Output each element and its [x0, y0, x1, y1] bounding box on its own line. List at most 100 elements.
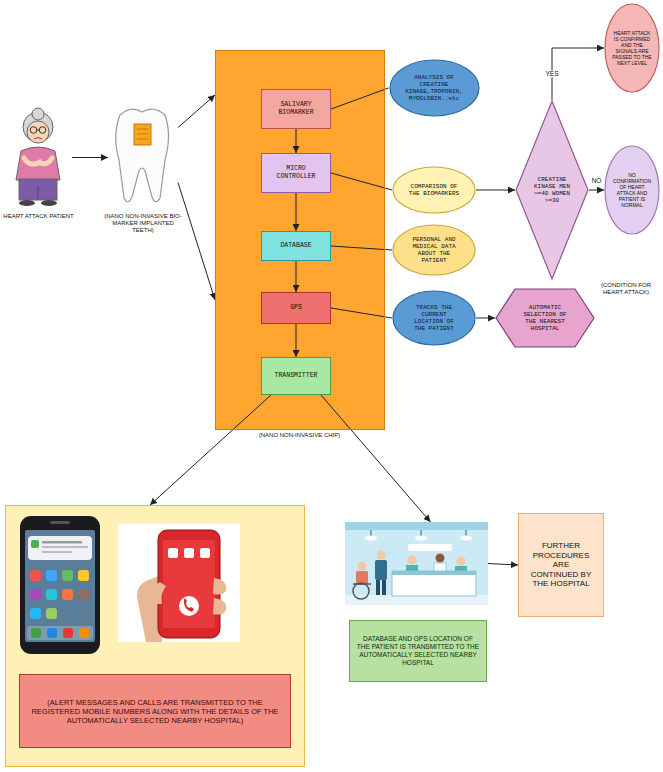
smartphone-illustration — [42, 546, 88, 548]
node-label: NO CONFIRMATION OF HEART ATTACK AND PATI… — [612, 172, 652, 208]
hospital-illustration — [375, 560, 387, 580]
result-circle-shape — [605, 4, 659, 92]
smartphone-illustration — [30, 608, 41, 619]
connector — [296, 261, 297, 292]
node-label: COMPARISON OF THE BIOMARKERS — [408, 183, 460, 197]
info-ellipse-shape — [393, 291, 475, 345]
tooth-illustration — [116, 109, 169, 202]
connector — [150, 395, 271, 505]
patient-illustration — [32, 108, 44, 120]
node-label: CREATINE KINASE MEN >=40 WOMEN >=30 — [533, 176, 571, 205]
hospital-illustration — [370, 530, 372, 536]
connector — [72, 157, 108, 158]
node-caption: (ALERT MESSAGES AND CALLS ARE TRANSMITTE… — [19, 674, 291, 748]
process-box: DATABASE — [261, 231, 331, 261]
hospital-illustration — [392, 571, 476, 575]
node-label: TRACKS THE CURRENT LOCATION OF THE PATIE… — [408, 304, 460, 333]
info-ellipse: ANALYSIS OF CREATINE KINASE,TROPONIN, MY… — [389, 59, 480, 117]
node-label: HEART ATTACK IS CONFIRMED AND THE SIGNAL… — [612, 30, 652, 66]
connector — [331, 246, 392, 250]
alert-panel: (ALERT MESSAGES AND CALLS ARE TRANSMITTE… — [5, 505, 305, 767]
node-caption: DATABASE AND GPS LOCATION OF THE PATIENT… — [349, 620, 487, 682]
node-caption: (NANO NON-INVASIVE BIO-MARKER IMPLANTED … — [102, 213, 184, 235]
hospital-illustration — [465, 530, 467, 536]
edge-label: NO — [591, 177, 603, 184]
connector — [476, 190, 515, 191]
decision-diamond-shape — [516, 101, 588, 279]
smartphone-illustration — [31, 628, 41, 638]
hospital-illustration — [365, 536, 377, 541]
node-label: ANALYSIS OF CREATINE KINASE,TROPONIN, MY… — [404, 74, 464, 103]
result-circle: NO CONFIRMATION OF HEART ATTACK AND PATI… — [604, 145, 660, 235]
hospital-illustration — [420, 530, 422, 536]
decision-diamond: CREATINE KINASE MEN >=40 WOMEN >=30(COND… — [515, 100, 589, 280]
hospital-illustration — [377, 551, 386, 560]
tooth-illustration — [137, 139, 148, 140]
process-box: TRANSMITTER — [261, 357, 331, 395]
node-label: AUTOMATIC SELECTION OF THE NEAREST HOSPI… — [517, 304, 573, 333]
node-label: SALIVARY BIOMARKER — [268, 101, 324, 117]
smartphone-illustration — [30, 589, 41, 600]
hospital-illustration — [382, 580, 386, 595]
connector — [296, 193, 297, 231]
node-label: DATABASE — [268, 242, 324, 250]
connector — [589, 190, 604, 191]
smartphone-illustration — [30, 570, 41, 581]
node-label: GPS — [268, 304, 324, 312]
patient-figure: HEART ATTACK PATIENT — [5, 105, 72, 210]
info-ellipse-shape — [393, 225, 475, 275]
hospital-illustration — [408, 556, 417, 565]
patient-illustration — [19, 179, 57, 200]
smartphone-illustration — [42, 551, 72, 553]
patient-illustration — [19, 200, 35, 206]
emergency-call-illustration — [118, 524, 240, 642]
hospital-illustration — [353, 583, 371, 585]
hospital-illustration — [345, 522, 488, 605]
patient-illustration — [27, 121, 49, 143]
connector — [296, 324, 297, 357]
info-ellipse-shape — [390, 60, 479, 116]
hospital-hexagon: AUTOMATIC SELECTION OF THE NEAREST HOSPI… — [495, 288, 595, 348]
connector — [488, 564, 518, 566]
smartphone-illustration — [27, 626, 93, 640]
smartphone-illustration — [62, 589, 73, 600]
node-label: PERSONAL AND MEDICAL DATA ABOUT THE PATI… — [408, 236, 460, 265]
smartphone-illustration — [50, 521, 70, 524]
info-ellipse-shape — [393, 167, 475, 213]
process-box: FURTHER PROCEDURES ARE CONTINUED BY THE … — [518, 513, 604, 617]
connector — [331, 308, 392, 318]
hospital-illustration — [415, 536, 427, 541]
tooth-illustration — [137, 129, 148, 130]
hospital-illustration — [460, 536, 472, 541]
emergency-call-illustration — [179, 596, 199, 616]
emergency-call-illustration — [200, 548, 210, 558]
smartphone-illustration — [46, 570, 57, 581]
hospital-illustration — [408, 544, 452, 551]
smartphone-illustration — [78, 589, 89, 600]
smartphone-illustration — [79, 628, 89, 638]
smartphone-illustration — [63, 628, 73, 638]
node-caption: HEART ATTACK PATIENT — [2, 213, 75, 220]
info-ellipse: TRACKS THE CURRENT LOCATION OF THE PATIE… — [392, 290, 476, 346]
smartphone-illustration — [62, 570, 73, 581]
connector — [476, 318, 495, 319]
smartphone-illustration — [78, 570, 89, 581]
emergency-call-illustration — [184, 598, 194, 612]
smartphone-illustration — [20, 516, 100, 654]
info-ellipse: COMPARISON OF THE BIOMARKERS — [392, 166, 476, 214]
smartphone-illustration — [28, 536, 92, 560]
hospital-illustration — [392, 571, 476, 596]
process-box: MICRO CONTROLLER — [261, 153, 331, 193]
smartphone-illustration — [46, 608, 57, 619]
patient-illustration — [16, 147, 60, 180]
hospital-illustration — [345, 522, 488, 605]
emergency-call-illustration — [168, 548, 178, 558]
result-circle-shape — [605, 146, 659, 234]
emergency-call-illustration — [150, 582, 166, 604]
connector — [321, 395, 431, 522]
hospital-illustration — [358, 562, 367, 571]
emergency-call-illustration — [184, 548, 194, 558]
connector — [331, 88, 389, 109]
alert-panel-fill — [5, 505, 305, 767]
